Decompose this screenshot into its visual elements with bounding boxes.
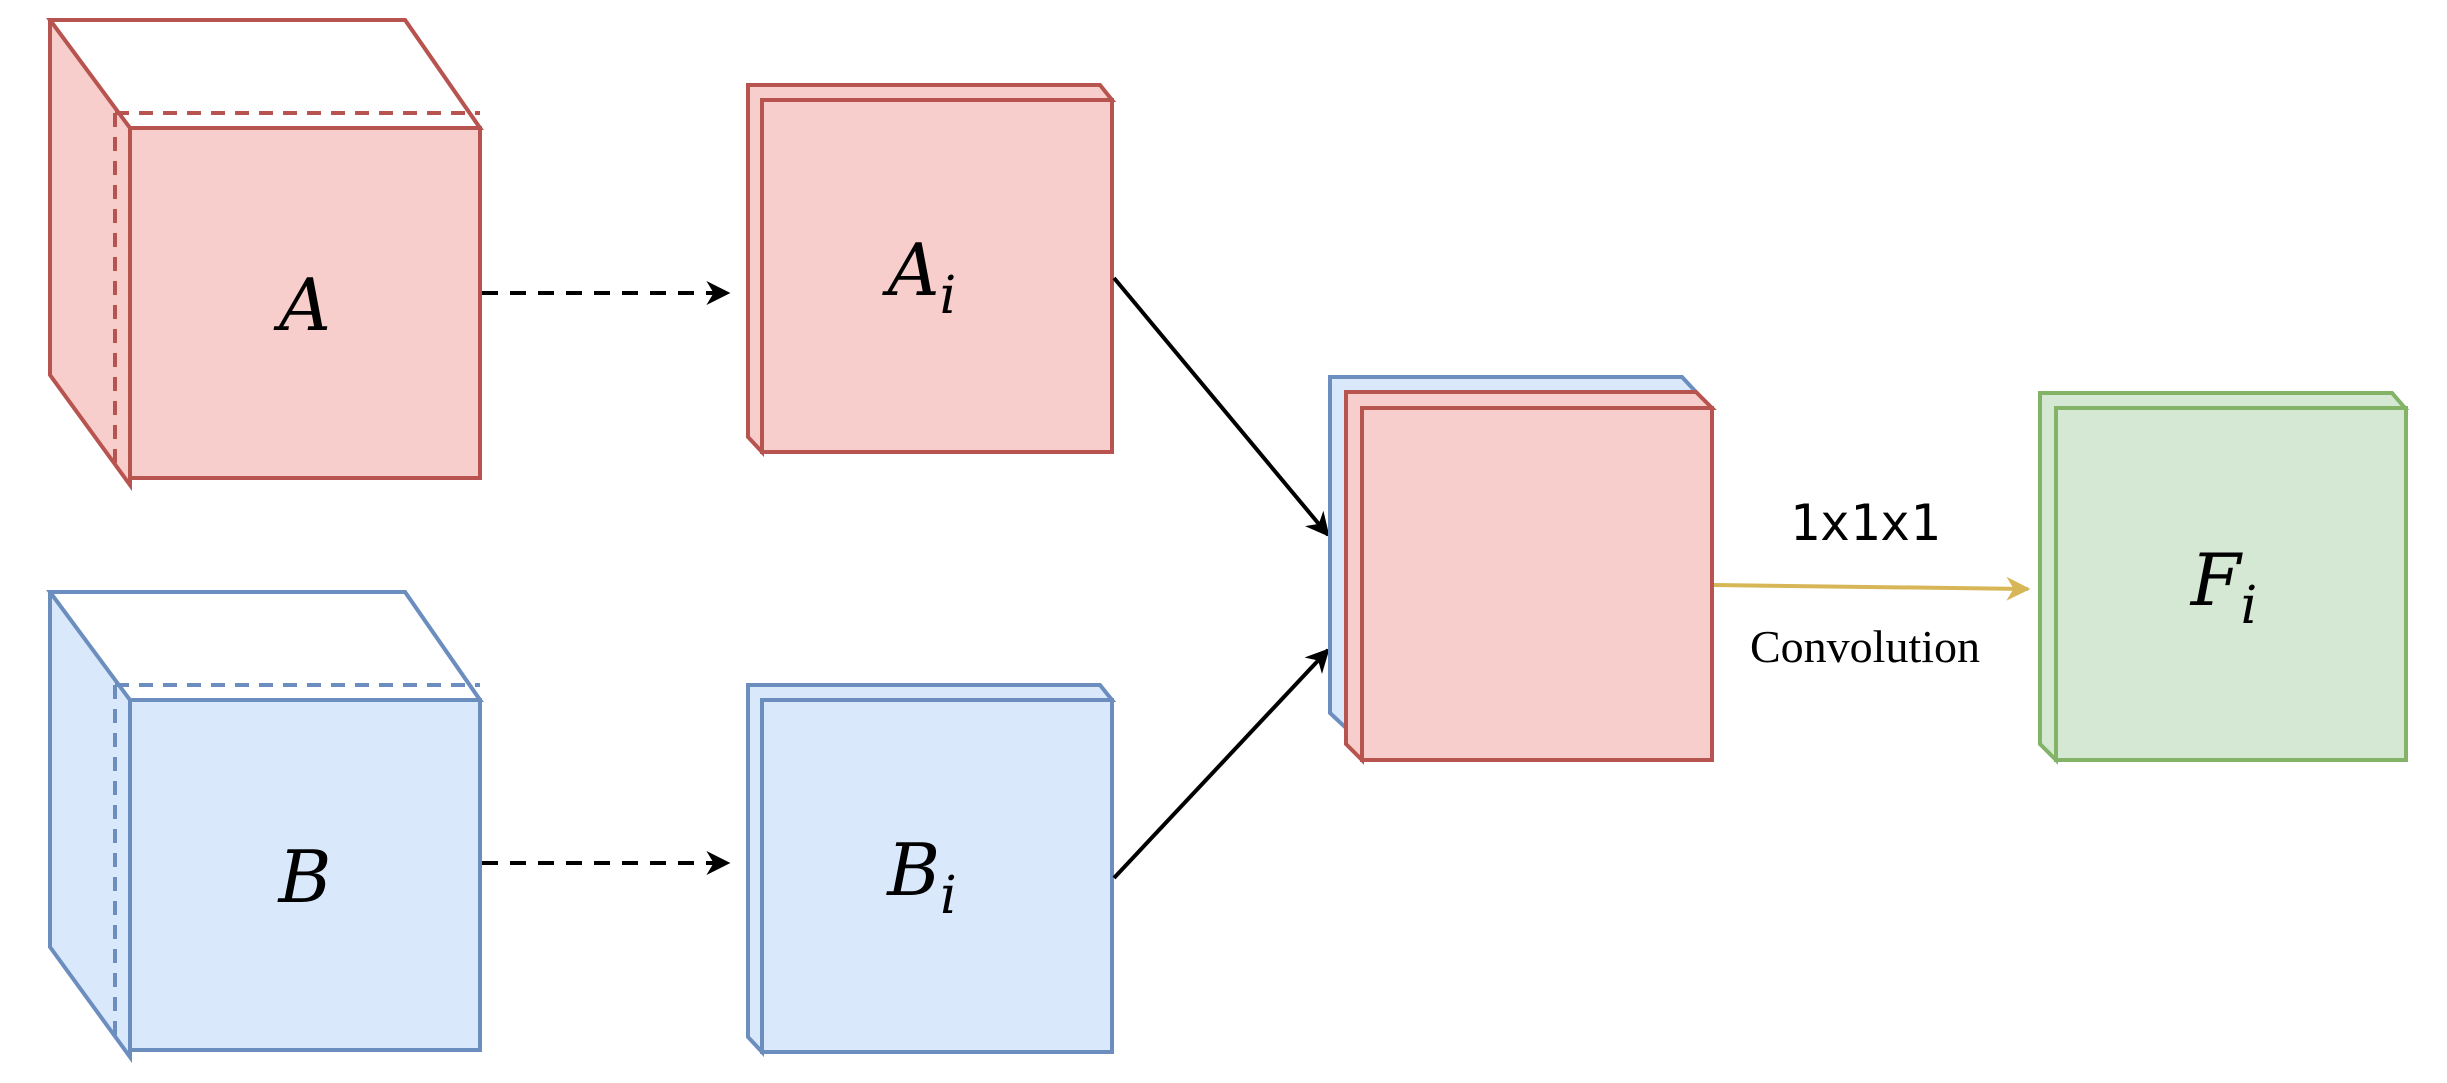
slab-b-i-label: Bi [885, 828, 957, 926]
conv-label: Convolution [1750, 621, 1980, 672]
cube-a-front [128, 126, 482, 480]
concat-block [1328, 375, 1717, 765]
slab-a-i: Ai [746, 83, 1117, 458]
cube-a: A [46, 18, 484, 492]
concat-front [1360, 406, 1714, 762]
cube-b: B [46, 590, 484, 1064]
slab-b-i-front [760, 698, 1114, 1054]
slab-f-i-label-sub: i [2241, 576, 2258, 636]
slab-f-i-label: Fi [2189, 538, 2258, 636]
cube-b-front [128, 698, 482, 1052]
slab-f-i: Fi [2038, 391, 2410, 765]
slab-f-i-front [2054, 406, 2408, 762]
slab-a-i-label-main: A [882, 228, 940, 312]
slab-f-i-label-main: F [2189, 538, 2244, 622]
arrow-bi-to-concat [1112, 648, 1330, 880]
slab-a-i-front [760, 98, 1114, 454]
slab-a-i-label-sub: i [940, 266, 957, 326]
slab-b-i: Bi [746, 683, 1117, 1058]
conv-arrow [1713, 576, 2031, 601]
conv-kernel-label: 1x1x1 [1790, 494, 1941, 552]
cube-b-label: B [277, 835, 332, 919]
cube-a-label: A [273, 263, 331, 347]
slab-b-i-label-sub: i [940, 866, 957, 926]
arrow-ai-to-concat [1112, 276, 1330, 537]
slab-a-i-label: Ai [882, 228, 957, 326]
slab-b-i-label-main: B [885, 828, 940, 912]
